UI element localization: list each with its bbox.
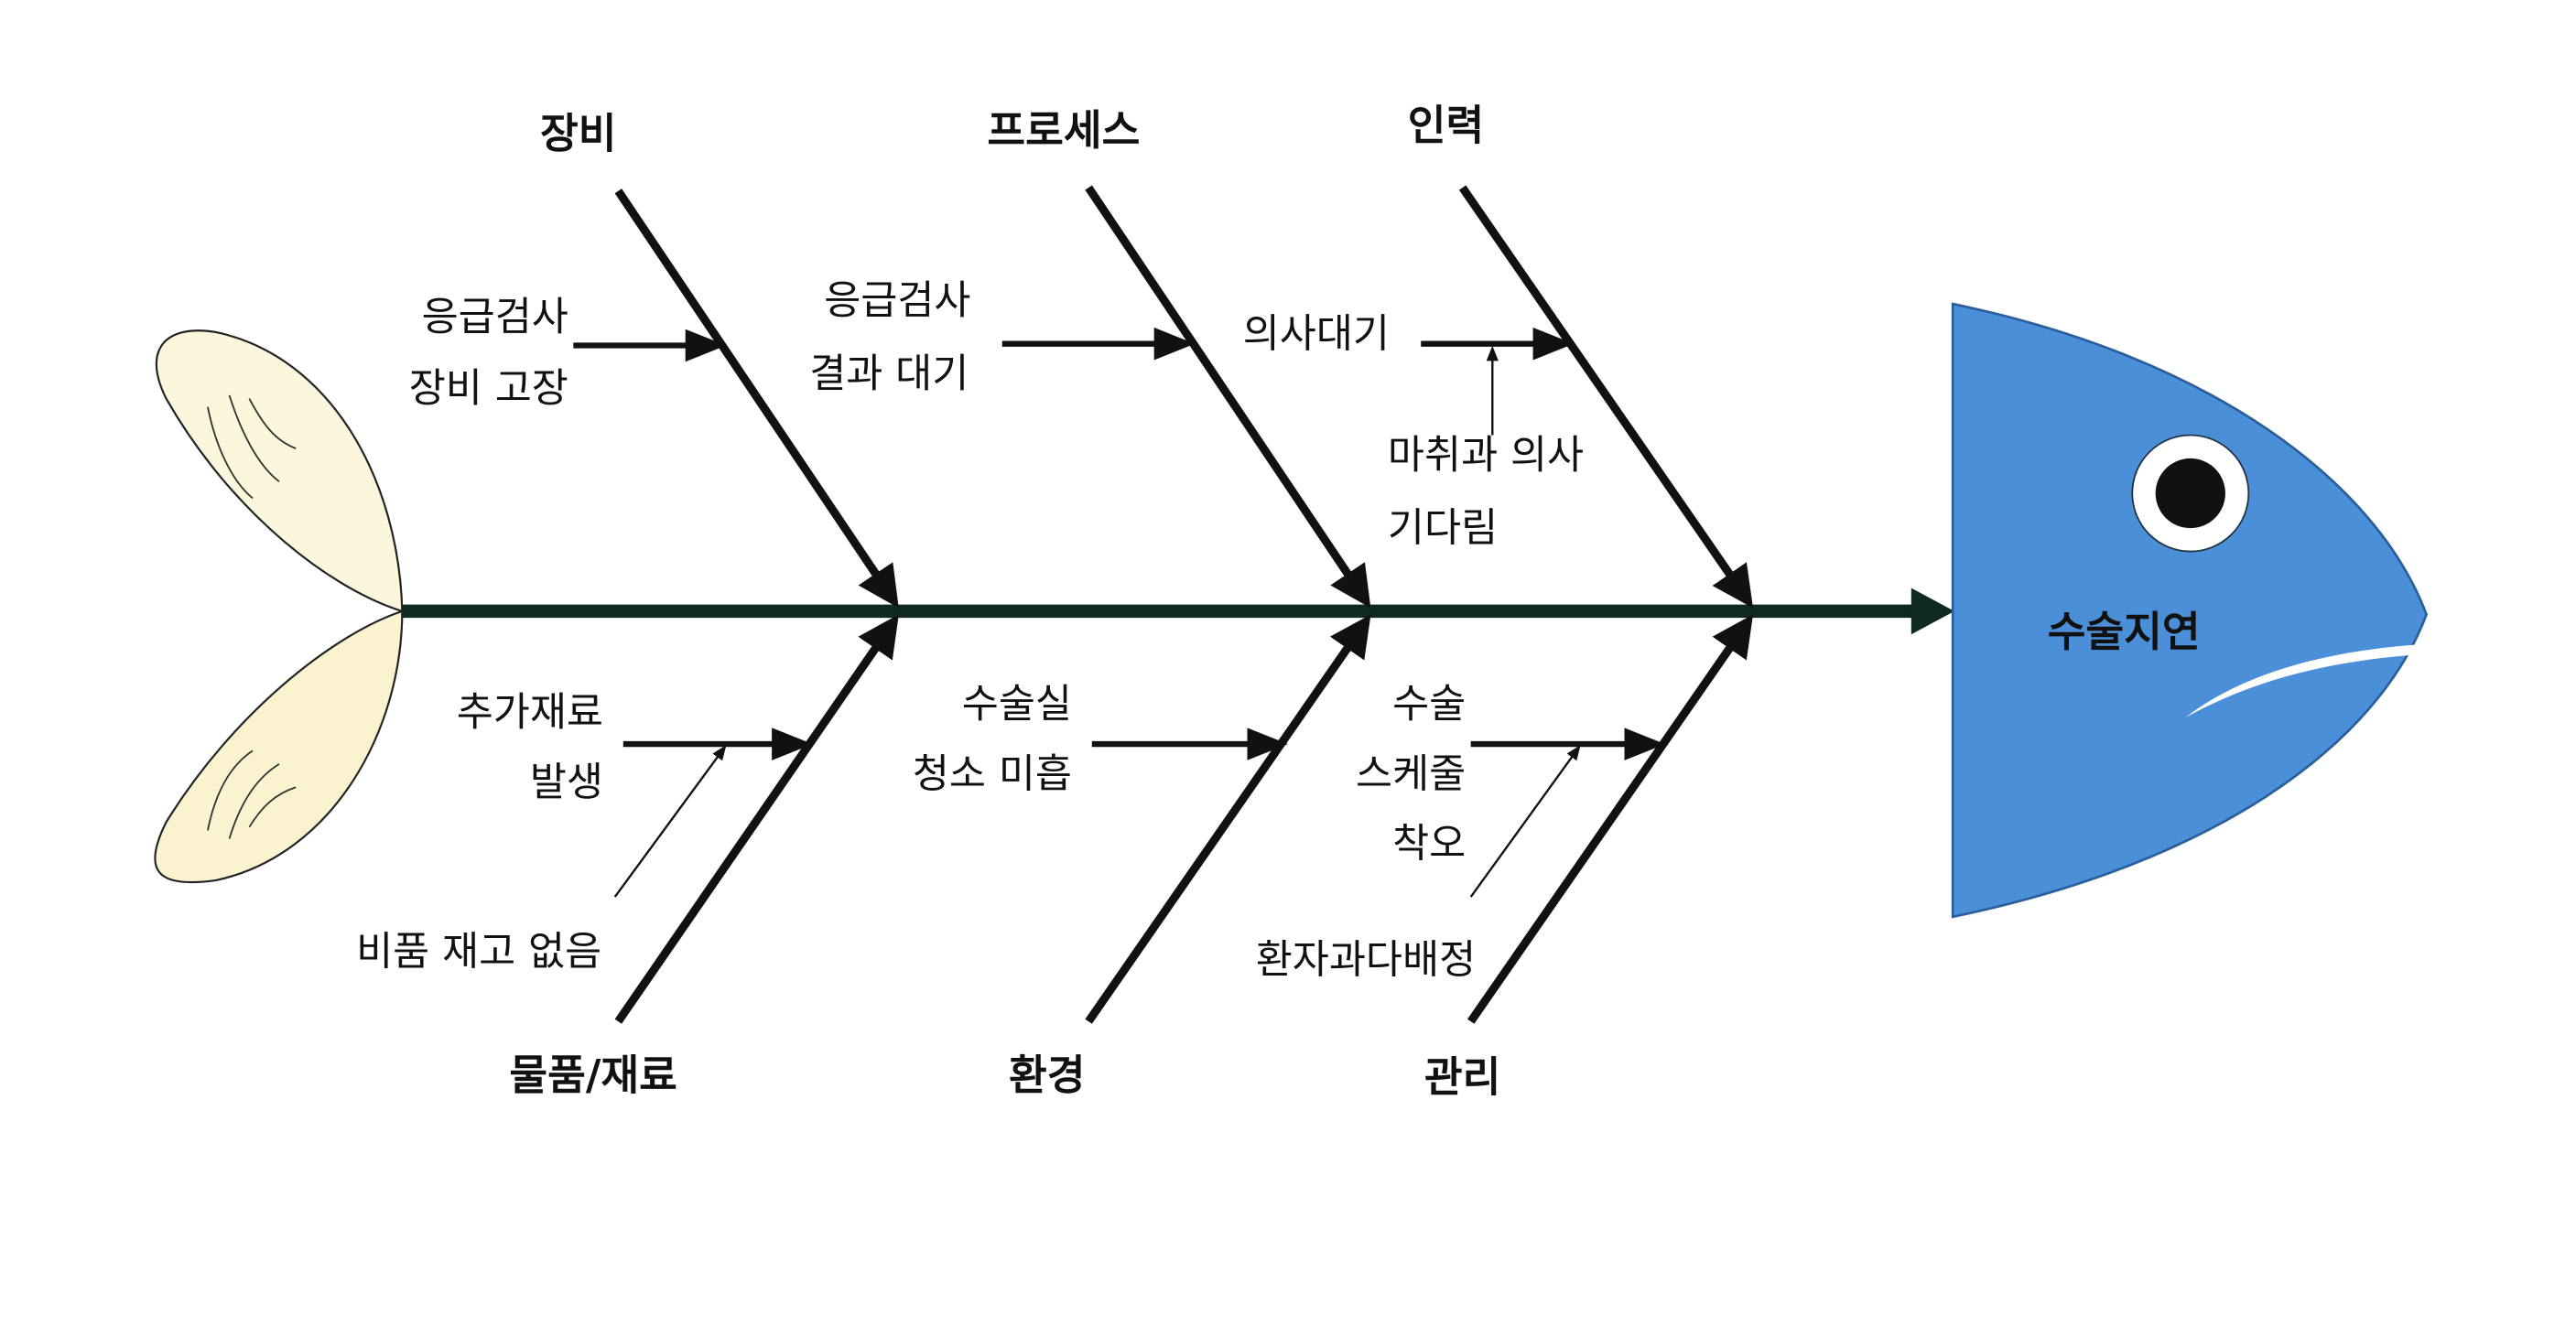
arrow-materials-subcause	[613, 745, 727, 898]
cause-management-3: 착오	[1392, 821, 1466, 867]
cause-equipment-2: 장비 고장	[409, 366, 568, 412]
subcause-staff-2: 기다림	[1388, 506, 1498, 552]
category-equipment: 장비	[540, 110, 616, 158]
arrow-management-subcause	[1469, 745, 1581, 898]
cause-management-2: 스케줄	[1356, 751, 1466, 797]
spine-arrowhead	[1910, 588, 1955, 635]
cause-environment-1: 수술실	[962, 682, 1072, 728]
cause-materials-2: 발생	[530, 760, 603, 805]
bone-management	[1467, 614, 1754, 1024]
category-materials: 물품/재료	[509, 1051, 677, 1100]
cause-process-1: 응급검사	[824, 278, 970, 324]
cause-materials-1: 추가재료	[457, 690, 603, 736]
cause-environment-2: 청소 미흡	[913, 751, 1072, 797]
category-environment: 환경	[1009, 1051, 1085, 1100]
bone-materials	[614, 614, 899, 1024]
subcause-management: 환자과다배정	[1256, 938, 1476, 984]
cause-staff-1: 의사대기	[1243, 311, 1390, 357]
fish-tail	[154, 329, 404, 884]
cause-management-1: 수술	[1392, 682, 1466, 728]
subcause-materials: 비품 재고 없음	[356, 929, 601, 975]
mouth	[2185, 644, 2420, 718]
bone-environment	[1085, 614, 1371, 1024]
fish-head: 수술지연	[1951, 302, 2429, 919]
bone-process	[1085, 185, 1371, 609]
bone-equipment	[614, 189, 899, 609]
cause-process-2: 결과 대기	[809, 351, 969, 397]
cause-equipment-1: 응급검사	[422, 295, 568, 340]
effect-label: 수술지연	[2048, 608, 2201, 656]
pupil	[2155, 458, 2225, 529]
category-staff: 인력	[1408, 101, 1484, 149]
category-process: 프로세스	[987, 106, 1140, 155]
subcause-staff-1: 마취과 의사	[1388, 433, 1584, 479]
bone-staff	[1458, 185, 1754, 609]
category-management: 관리	[1424, 1052, 1500, 1101]
